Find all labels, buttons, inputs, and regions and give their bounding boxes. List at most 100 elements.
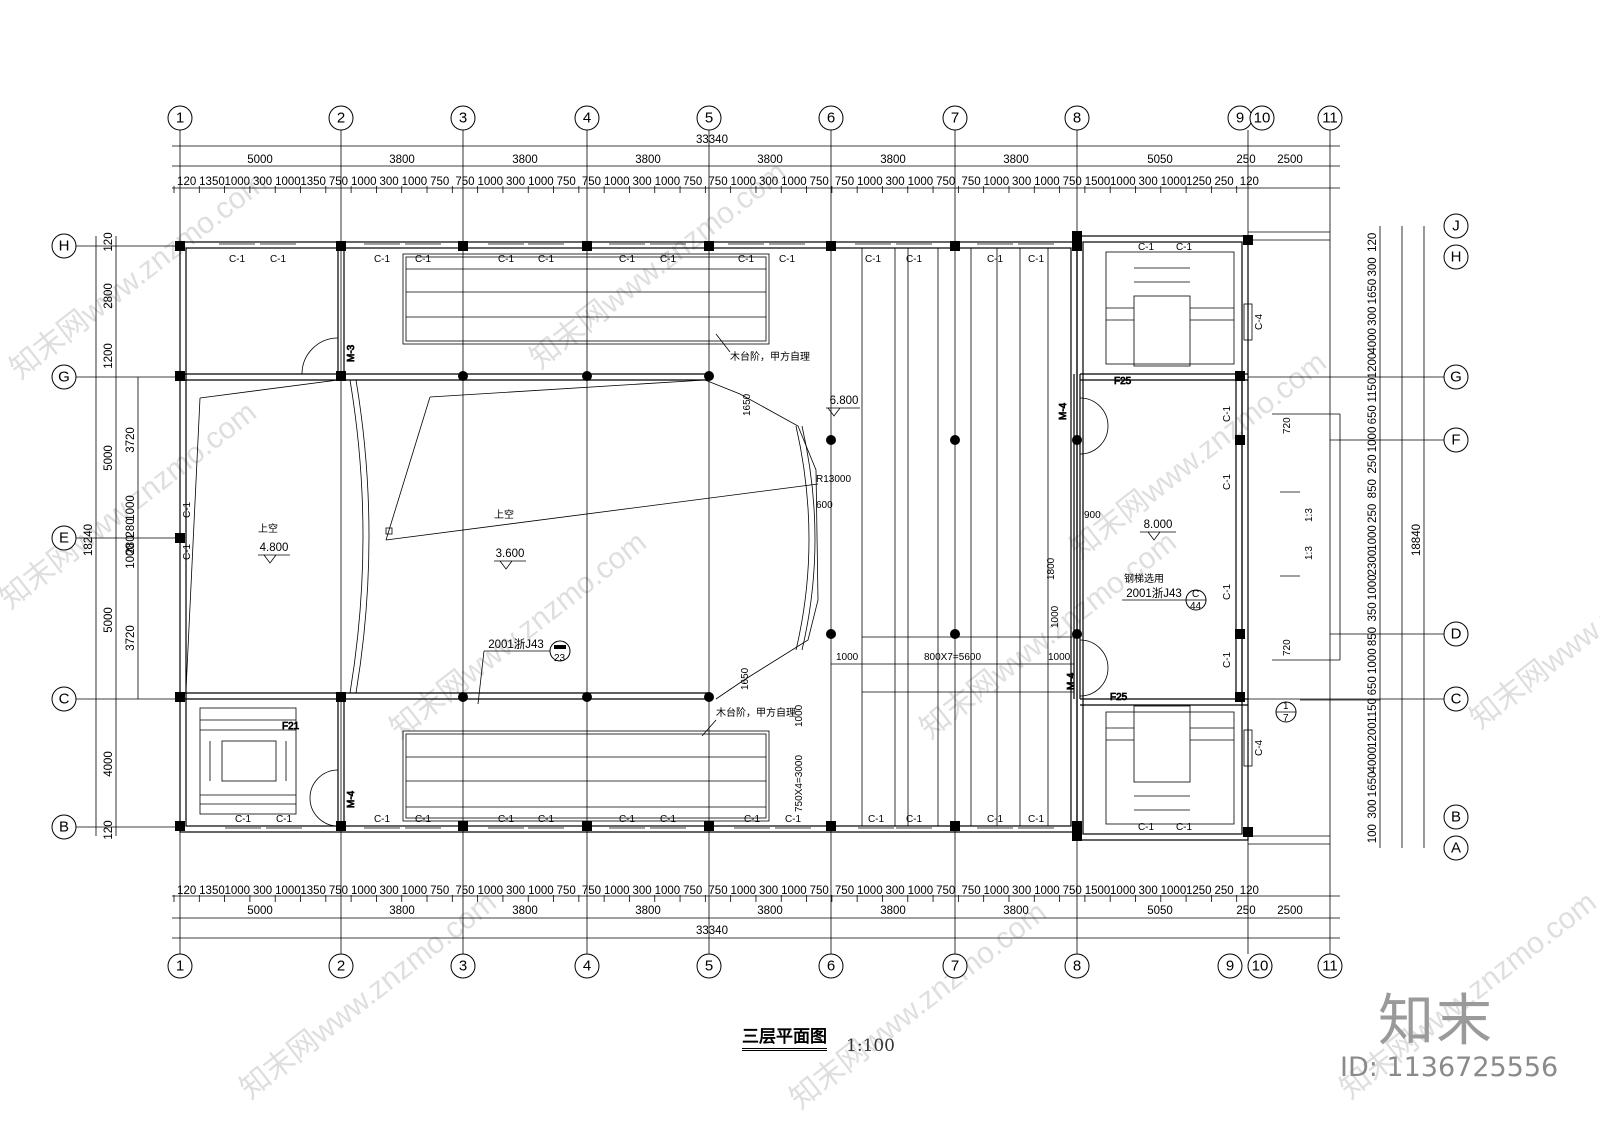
axis-9-bottom: 9: [1217, 953, 1243, 979]
column: [950, 821, 960, 831]
svg-text:8.000: 8.000: [1144, 519, 1173, 531]
window-c1-label: C-1: [374, 814, 391, 825]
opening-dim: 300: [1012, 885, 1031, 897]
svg-text:1650: 1650: [740, 667, 751, 690]
opening-dim: 750: [936, 885, 955, 897]
column: [175, 533, 185, 543]
svg-text:7: 7: [951, 958, 959, 975]
svg-text:6: 6: [827, 110, 835, 127]
svg-text:4.800: 4.800: [260, 542, 289, 554]
window-c1-label: C-1: [906, 814, 923, 825]
window-c1-label: C-1: [987, 814, 1004, 825]
opening-dim: 300: [379, 885, 398, 897]
axis-C-right: C: [1443, 686, 1469, 712]
axis-11-top: 11: [1317, 105, 1343, 131]
column: [582, 821, 592, 831]
svg-text:2500: 2500: [1277, 905, 1303, 917]
window-c1-label: C-1: [1222, 583, 1233, 600]
opening-dim: 300: [506, 885, 525, 897]
column: [336, 241, 346, 251]
opening-dim: 300: [759, 176, 778, 188]
window-c1-label: C-1: [660, 254, 677, 265]
door-m4-label-left: M-4: [346, 790, 357, 808]
opening-dim: 300: [886, 176, 905, 188]
column: [1072, 831, 1082, 841]
opening-dim: 300: [506, 176, 525, 188]
dim-750x4: 750X4=3000: [794, 755, 805, 812]
window-c1-label: C-1: [779, 254, 796, 265]
opening-dim: 750: [1063, 176, 1082, 188]
svg-text:B: B: [59, 819, 69, 836]
opening-dim: 120: [1240, 176, 1259, 188]
elevation-680: 6.800: [826, 395, 860, 417]
right-chain-dim: 4000: [1367, 328, 1379, 354]
window-c1-label: C-1: [906, 254, 923, 265]
opening-dim: 1000: [781, 885, 807, 897]
right-chain-dim: 250: [1367, 454, 1379, 473]
right-chain-dim: 100: [1367, 824, 1379, 843]
opening-dim: 300: [632, 885, 651, 897]
axis-1-bottom: 1: [167, 953, 193, 979]
window-c1-label: C-1: [1222, 473, 1233, 490]
svg-text:8: 8: [1073, 958, 1081, 975]
svg-text:5050: 5050: [1147, 905, 1173, 917]
middle-tiers: [861, 248, 1074, 826]
svg-text:B: B: [1451, 809, 1461, 826]
column: [458, 821, 468, 831]
column: [336, 821, 346, 831]
axis-11-bottom: 11: [1317, 953, 1343, 979]
opening-dim: 750: [455, 885, 474, 897]
svg-text:3800: 3800: [880, 905, 906, 917]
opening-dim: 120: [1240, 885, 1259, 897]
void-label-left: 上空: [258, 522, 278, 535]
dim-overall-left: 18240: [83, 524, 95, 556]
svg-text:3800: 3800: [389, 905, 415, 917]
right-chain-dim: 300: [1367, 799, 1379, 818]
opening-dim: 1500: [1085, 885, 1111, 897]
opening-dim: 1000: [1161, 885, 1187, 897]
window-c1-label: C-1: [415, 254, 432, 265]
building-walls: [179, 231, 1330, 845]
window-c4-label: C-4: [1254, 313, 1265, 330]
radius-label: R13000: [816, 474, 851, 485]
svg-text:2: 2: [337, 958, 345, 975]
opening-dim: 300: [1139, 885, 1158, 897]
opening-dim: 300: [253, 885, 272, 897]
opening-dim: 1000: [655, 176, 681, 188]
std-ref-right: 2001浙J43: [1126, 587, 1182, 600]
opening-dim: 750: [961, 176, 980, 188]
window-c1-label: C-1: [744, 814, 761, 825]
axis-4-bottom: 4: [574, 953, 600, 979]
column: [1235, 629, 1245, 639]
window-c1-label: C-1: [538, 814, 555, 825]
svg-text:G: G: [58, 369, 70, 386]
opening-dim: 1500: [1085, 176, 1111, 188]
window-c1-label: C-1: [235, 814, 252, 825]
dim-overall-top: 33340: [696, 134, 728, 146]
column: [1235, 692, 1245, 702]
dim-overall-right: 18840: [1411, 524, 1423, 556]
column: [1072, 821, 1082, 831]
watermark: 知末网www.znzmo.com: [1464, 516, 1600, 736]
stair-right-bottom: F25: [1105, 692, 1235, 825]
svg-text:H: H: [1451, 249, 1462, 266]
opening-dim: 1000: [857, 176, 883, 188]
svg-text:H: H: [59, 238, 70, 255]
right-chain-dim: 120: [1367, 233, 1379, 252]
svg-text:3800: 3800: [757, 154, 783, 166]
svg-text:E: E: [59, 530, 69, 547]
svg-text:5: 5: [705, 958, 713, 975]
svg-text:900: 900: [1084, 510, 1101, 521]
svg-text:3.600: 3.600: [496, 548, 525, 560]
door-m4-label-bottom: M-4: [1066, 672, 1077, 690]
opening-dim: 1000: [1034, 885, 1060, 897]
elevation-360: 3.600: [494, 548, 526, 570]
svg-text:250: 250: [1236, 154, 1255, 166]
opening-dim: 750: [810, 885, 829, 897]
axis-H-right: H: [1443, 244, 1469, 270]
elevation-480: 4.800: [258, 542, 290, 564]
svg-text:44: 44: [1190, 601, 1202, 612]
right-chain-dim: 1150: [1367, 378, 1379, 403]
brand-logo-text: 知末: [1378, 989, 1494, 1054]
